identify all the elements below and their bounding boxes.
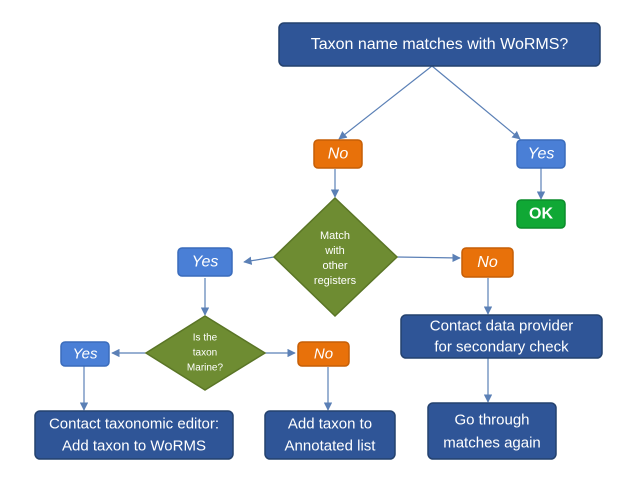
node-add-annotated-line-1: Add taxon to xyxy=(288,416,372,433)
node-yes-1-label: Yes xyxy=(528,146,555,163)
node-match-other-line-4: registers xyxy=(314,275,357,287)
edge-match-other-to-no xyxy=(396,253,461,263)
node-is-marine-line-2: taxon xyxy=(193,348,217,359)
node-ok: OK xyxy=(516,199,566,229)
node-no-2-label: No xyxy=(477,254,498,271)
node-contact-editor: Contact taxonomic editor: Add taxon to W… xyxy=(34,410,234,460)
node-ok-label: OK xyxy=(529,206,553,223)
node-yes-3-label: Yes xyxy=(72,346,98,363)
node-match-other-line-2: with xyxy=(324,245,345,257)
node-contact-provider-line-1: Contact data provider xyxy=(430,318,573,335)
node-start: Taxon name matches with WoRMS? xyxy=(278,22,601,67)
node-match-other-line-1: Match xyxy=(320,230,350,242)
node-yes-2-label: Yes xyxy=(192,254,219,271)
node-is-marine: Is the taxon Marine? xyxy=(144,315,267,391)
node-yes-1: Yes xyxy=(516,139,566,169)
node-yes-2: Yes xyxy=(177,247,233,277)
node-is-marine-line-1: Is the xyxy=(193,333,218,344)
node-match-other-line-3: other xyxy=(322,260,347,272)
node-no-3-label: No xyxy=(314,346,333,363)
node-go-through: Go through matches again xyxy=(427,402,557,460)
node-add-annotated-line-2: Annotated list xyxy=(285,438,377,455)
node-match-other: Match with other registers xyxy=(272,196,399,318)
connectors xyxy=(79,65,546,411)
node-contact-editor-line-1: Contact taxonomic editor: xyxy=(49,416,219,433)
node-no-2: No xyxy=(461,247,514,278)
edge-match-other-to-yes xyxy=(243,256,275,265)
node-no-3: No xyxy=(297,341,350,367)
edge-start-to-no xyxy=(338,65,433,140)
node-go-through-line-2: matches again xyxy=(443,435,541,452)
node-is-marine-line-3: Marine? xyxy=(187,363,224,374)
edge-start-to-yes xyxy=(431,65,521,140)
node-contact-provider-line-2: for secondary check xyxy=(434,339,569,356)
node-contact-provider: Contact data provider for secondary chec… xyxy=(400,314,603,359)
node-add-annotated: Add taxon to Annotated list xyxy=(264,410,396,460)
node-contact-editor-line-2: Add taxon to WoRMS xyxy=(62,438,206,455)
node-no-1-label: No xyxy=(328,146,349,163)
node-go-through-line-1: Go through xyxy=(454,412,529,429)
node-no-1: No xyxy=(313,139,363,169)
node-start-label: Taxon name matches with WoRMS? xyxy=(311,36,569,53)
node-yes-3: Yes xyxy=(60,341,110,367)
